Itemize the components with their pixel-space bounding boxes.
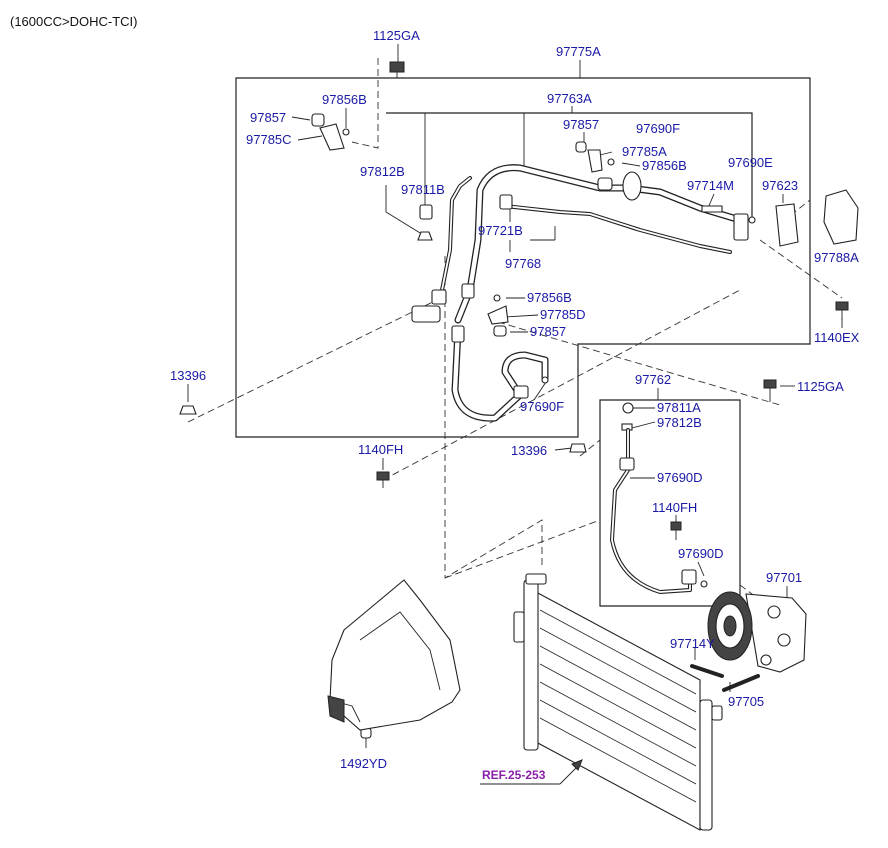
label-97856B-b: 97856B [642, 158, 687, 173]
small-fittings [311, 113, 723, 337]
ref-link[interactable]: REF.25-253 [482, 768, 546, 782]
label-97856B-c: 97856B [527, 290, 572, 305]
cover-97788A [823, 189, 859, 245]
ref-arrow [480, 759, 583, 785]
label-13396-a: 13396 [170, 368, 206, 383]
label-1140EX: 1140EX [814, 330, 860, 345]
engine-note: (1600CC>DOHC-TCI) [10, 14, 138, 29]
label-97623: 97623 [762, 178, 798, 193]
label-97768: 97768 [505, 256, 541, 271]
label-97762: 97762 [635, 372, 671, 387]
label-97857-c: 97857 [530, 324, 566, 339]
label-97763A: 97763A [547, 91, 592, 106]
label-1492YD: 1492YD [340, 756, 387, 771]
label-1125GA-top: 1125GA [373, 28, 420, 43]
frame-97775A [235, 77, 811, 438]
label-1140FH-a: 1140FH [358, 442, 403, 457]
label-1140FH-b: 1140FH [652, 500, 697, 515]
label-97856B-a: 97856B [322, 92, 367, 107]
compressor [707, 591, 807, 673]
label-97690D-b: 97690D [678, 546, 724, 561]
muffler [622, 171, 642, 201]
cap-97623 [775, 203, 799, 247]
label-97812B-b: 97812B [657, 415, 702, 430]
label-97690E: 97690E [728, 155, 773, 170]
bolts [179, 61, 849, 739]
label-97785A: 97785A [622, 144, 667, 159]
suction-pipe-assembly [610, 402, 708, 594]
label-1125GA-b: 1125GA [797, 379, 844, 394]
label-97811A: 97811A [657, 400, 701, 415]
label-97705: 97705 [728, 694, 764, 709]
label-97857-b: 97857 [563, 117, 599, 132]
label-97785C: 97785C [246, 132, 292, 147]
label-13396-b: 13396 [511, 443, 547, 458]
label-97785D: 97785D [540, 307, 586, 322]
label-97714M: 97714M [687, 178, 734, 193]
label-97775A: 97775A [556, 44, 601, 59]
label-97701: 97701 [766, 570, 802, 585]
label-97690D-a: 97690D [657, 470, 703, 485]
label-97788A: 97788A [814, 250, 859, 265]
discharge-hose-assembly [411, 164, 756, 422]
label-97857-a: 97857 [250, 110, 286, 125]
label-97690F-a: 97690F [636, 121, 680, 136]
label-97721B: 97721B [478, 223, 523, 238]
body-bracket [327, 579, 461, 731]
label-97812B-a: 97812B [360, 164, 405, 179]
label-97811B: 97811B [401, 182, 445, 197]
condenser [513, 573, 723, 831]
label-97690F-b: 97690F [520, 399, 564, 414]
label-97714Y: 97714Y [670, 636, 715, 651]
